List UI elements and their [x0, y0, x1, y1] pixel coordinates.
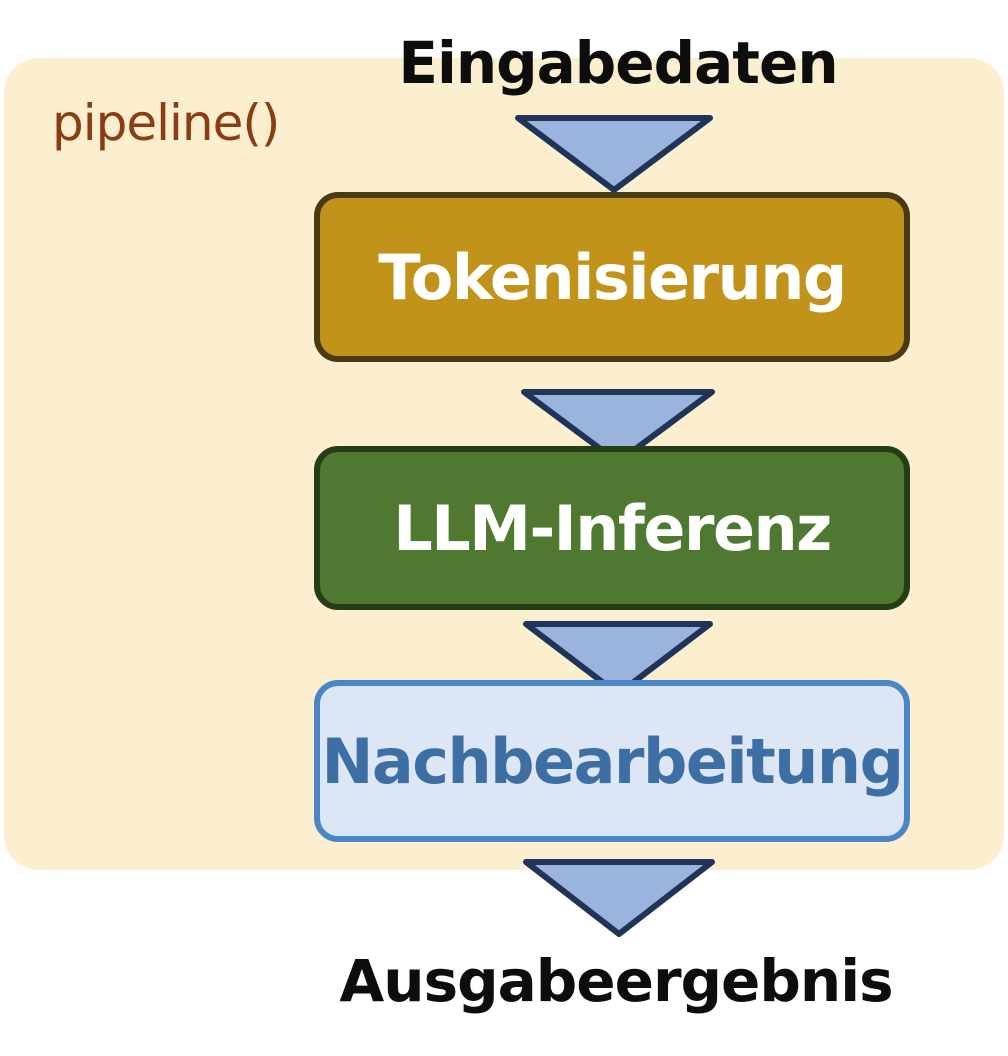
stage-llm-inference-label: LLM-Inferenz	[393, 491, 832, 565]
stage-postprocessing-label: Nachbearbeitung	[321, 724, 904, 798]
stage-tokenization-label: Tokenisierung	[378, 240, 847, 314]
stage-llm-inference: LLM-Inferenz	[314, 446, 910, 610]
stage-postprocessing: Nachbearbeitung	[314, 680, 910, 842]
arrow-down-icon	[523, 859, 715, 937]
arrow-down-icon	[515, 115, 713, 193]
input-label: Eingabedaten	[398, 29, 838, 97]
pipeline-label: pipeline()	[52, 94, 280, 152]
output-label: Ausgabeergebnis	[339, 947, 893, 1015]
arrow-down-icon	[523, 621, 713, 697]
stage-tokenization: Tokenisierung	[314, 192, 910, 362]
arrow-down-icon	[521, 389, 715, 465]
